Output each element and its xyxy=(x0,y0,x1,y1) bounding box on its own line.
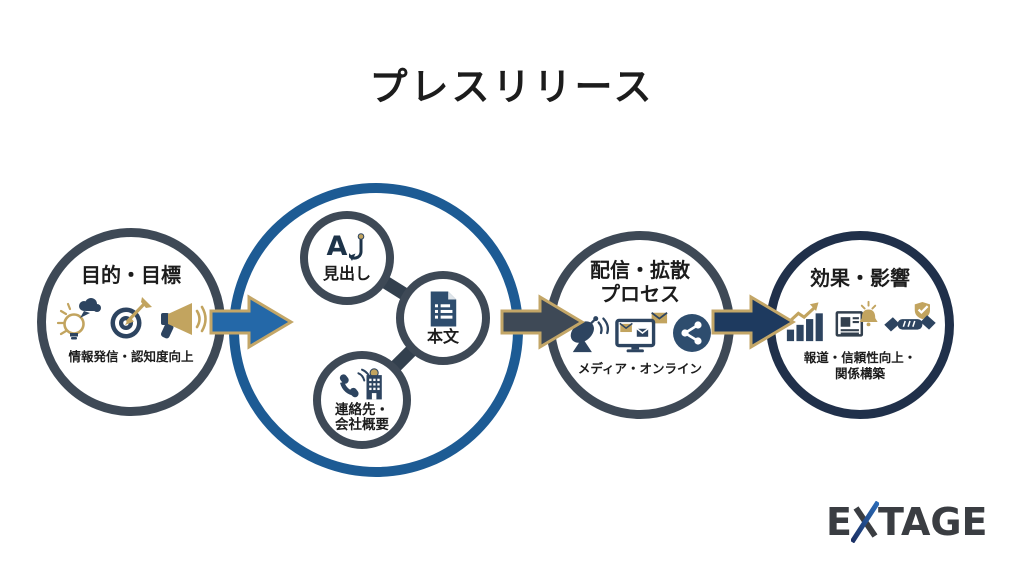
distribution-icons xyxy=(568,309,712,357)
distribution-caption: メディア・オンライン xyxy=(577,360,703,376)
step-circle-purpose: 目的・目標 xyxy=(37,228,225,416)
logo-left-text: E xyxy=(826,500,852,544)
megaphone-icon xyxy=(160,303,207,339)
logo-right-text: TAGE xyxy=(877,500,988,544)
page-title: プレスリリース xyxy=(369,65,655,109)
growth-chart-icon xyxy=(785,302,823,342)
monitor-mail-icon xyxy=(615,311,668,353)
headline-letter: A xyxy=(326,231,348,263)
fishhook-icon xyxy=(349,233,365,262)
document-icon xyxy=(430,291,457,327)
body-label: 本文 xyxy=(426,327,459,347)
purpose-caption: 情報発信・認知度向上 xyxy=(68,349,194,365)
sub-circle-contact: 連絡先・ 会社概要 xyxy=(313,351,411,449)
purpose-title: 目的・目標 xyxy=(81,263,181,287)
sub-circle-headline: A 見出し xyxy=(300,211,394,305)
arrow-content-to-distribution xyxy=(500,294,585,350)
newspaper-alert-icon xyxy=(835,301,878,338)
idea-lightbulb-icon xyxy=(56,298,101,340)
arrow-purpose-to-content xyxy=(209,294,294,350)
share-icon xyxy=(673,313,711,352)
headline-label: 見出し xyxy=(322,264,371,284)
distribution-title: 配信・拡散 プロセス xyxy=(590,258,690,307)
effect-title: 効果・影響 xyxy=(810,266,910,290)
sub-circle-body: 本文 xyxy=(396,271,490,365)
contact-label: 連絡先・ 会社概要 xyxy=(335,401,389,433)
target-dart-icon xyxy=(110,297,152,339)
effect-icons xyxy=(784,296,936,346)
effect-caption: 報道・信頼性向上・ 関係構築 xyxy=(803,350,917,382)
handshake-shield-icon xyxy=(884,302,936,332)
arrow-distribution-to-effect xyxy=(711,294,796,350)
extage-logo: E TAGE xyxy=(826,501,988,543)
logo-x-glyph xyxy=(850,501,879,543)
purpose-icons xyxy=(55,293,207,345)
phone-building-icon xyxy=(339,368,382,400)
